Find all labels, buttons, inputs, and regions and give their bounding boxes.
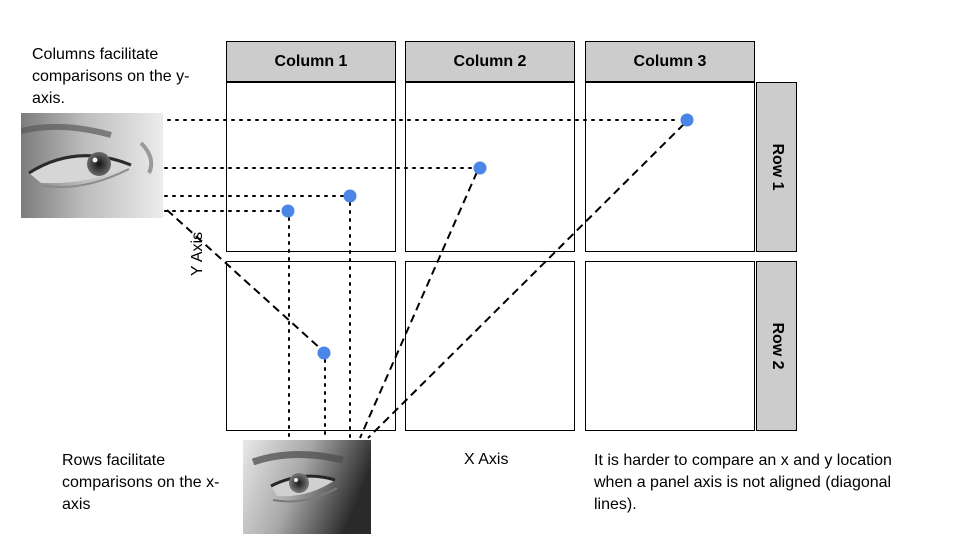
y-axis-label: Y Axis xyxy=(189,231,206,277)
panel-r2-c3 xyxy=(585,261,755,431)
data-point-row1-col1-b xyxy=(343,189,357,203)
eye-looking-up-photo xyxy=(243,440,371,534)
rows-note: Rows facilitate comparisons on the x-axi… xyxy=(62,452,220,513)
dashed-diagonal-row2-col1 xyxy=(166,209,323,351)
row-header-1: Row 1 xyxy=(756,82,797,252)
column-header-3: Column 3 xyxy=(585,41,755,82)
column-header-1-label: Column 1 xyxy=(274,52,348,70)
row-header-2: Row 2 xyxy=(756,261,797,431)
data-point-row2-col1 xyxy=(317,346,331,360)
dashed-diagonal-row1-col2 xyxy=(359,171,478,439)
dashed-diagonal-row1-col3 xyxy=(367,123,685,439)
data-point-row1-col1-a xyxy=(281,204,295,218)
panel-r1-c2 xyxy=(405,82,575,252)
harder-note: It is harder to compare an x and y locat… xyxy=(594,452,892,513)
panel-r1-c3 xyxy=(585,82,755,252)
column-header-2: Column 2 xyxy=(405,41,575,82)
column-header-2-label: Column 2 xyxy=(453,52,527,70)
column-header-1: Column 1 xyxy=(226,41,396,82)
data-point-row1-col2 xyxy=(473,161,487,175)
column-header-3-label: Column 3 xyxy=(633,52,707,70)
x-axis-label: X Axis xyxy=(464,451,509,468)
panel-r2-c2 xyxy=(405,261,575,431)
columns-note: Columns facilitate comparisons on the y-… xyxy=(32,46,190,107)
eye-looking-right-photo xyxy=(21,113,163,218)
data-point-row1-col3 xyxy=(680,113,694,127)
